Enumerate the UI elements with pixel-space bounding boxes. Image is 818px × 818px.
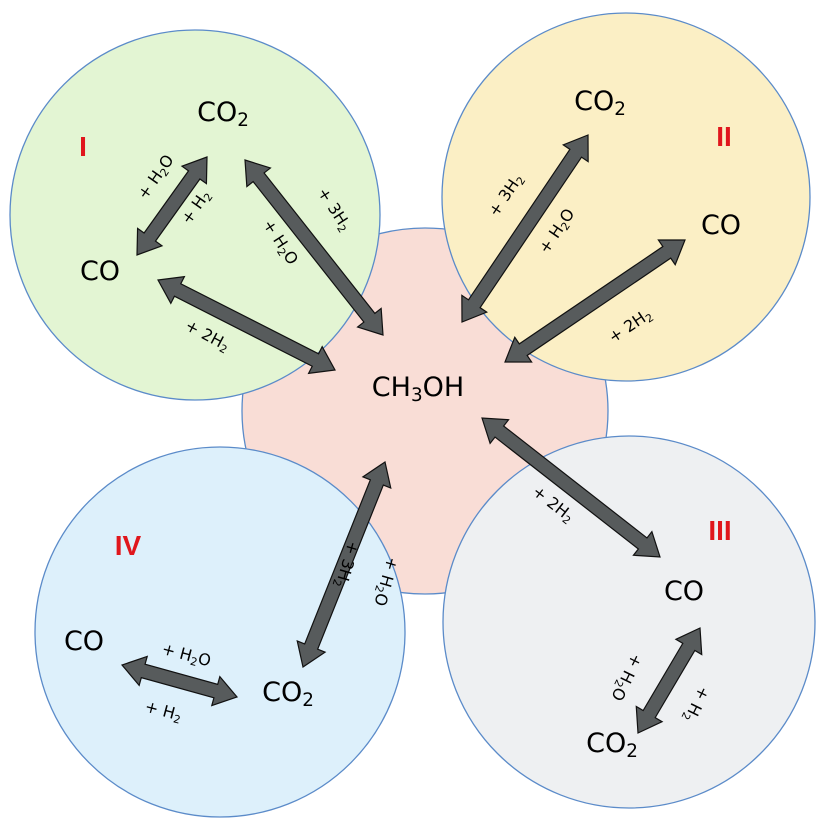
species-label-I-1: CO xyxy=(80,256,120,287)
arrow-ch3oh-co-III xyxy=(481,417,661,558)
text-part: CO xyxy=(664,576,704,607)
text-part: O xyxy=(370,591,392,608)
text-part: CO xyxy=(64,626,104,657)
species-label-I-0: CO2 xyxy=(197,97,249,131)
arrow-ch3oh-co2-IV xyxy=(296,461,392,668)
species-label-II-0: CO2 xyxy=(574,86,626,120)
arrow-co-ch3oh-I xyxy=(157,275,336,375)
species-label-IV-1: CO2 xyxy=(262,677,314,711)
region-IV-circle xyxy=(34,446,406,818)
region-I-circle xyxy=(9,29,381,401)
arrow-co-co2-III xyxy=(635,627,703,734)
text-part: CO xyxy=(586,728,626,759)
subscript: 2 xyxy=(172,712,182,726)
text-part: O xyxy=(196,649,213,671)
text-part: CO xyxy=(262,677,302,708)
reaction-label-IV-1: + H2O xyxy=(368,554,402,608)
text-part: CO xyxy=(574,86,614,117)
region-III-circle xyxy=(442,435,816,809)
text-part: CH xyxy=(372,372,411,403)
arrow-co-co2-IV xyxy=(120,655,239,707)
region-II-numeral: II xyxy=(716,121,732,152)
species-label-III-0: CO xyxy=(664,576,704,607)
text-part: OH xyxy=(423,372,465,403)
arrow-co2-co-I xyxy=(136,156,208,256)
subscript: 2 xyxy=(626,741,638,762)
text-part: CO xyxy=(80,256,120,287)
species-label-II-1: CO xyxy=(701,210,741,241)
region-II-circle xyxy=(441,12,811,382)
subscript: 2 xyxy=(302,690,314,711)
subscript: 2 xyxy=(614,99,626,120)
subscript: 2 xyxy=(678,710,693,722)
subscript: 2 xyxy=(611,677,626,689)
subscript: 2 xyxy=(372,584,386,594)
text-part: CO xyxy=(197,97,237,128)
subscript: 2 xyxy=(189,655,199,669)
subscript: 2 xyxy=(237,110,249,131)
region-IV-numeral: IV xyxy=(115,530,142,561)
region-I-numeral: I xyxy=(79,131,87,162)
subscript: 2 xyxy=(330,578,344,588)
text-part: CO xyxy=(701,210,741,241)
region-III-numeral: III xyxy=(708,515,731,546)
subscript: 3 xyxy=(411,385,423,406)
arrow-co2-ch3oh-II xyxy=(461,134,589,323)
species-label-III-1: CO2 xyxy=(586,728,638,762)
arrow-co-ch3oh-II xyxy=(504,239,686,363)
arrow-co2-ch3oh-I xyxy=(244,159,384,336)
species-ch3oh: CH3OH xyxy=(372,372,464,406)
species-label-IV-0: CO xyxy=(64,626,104,657)
